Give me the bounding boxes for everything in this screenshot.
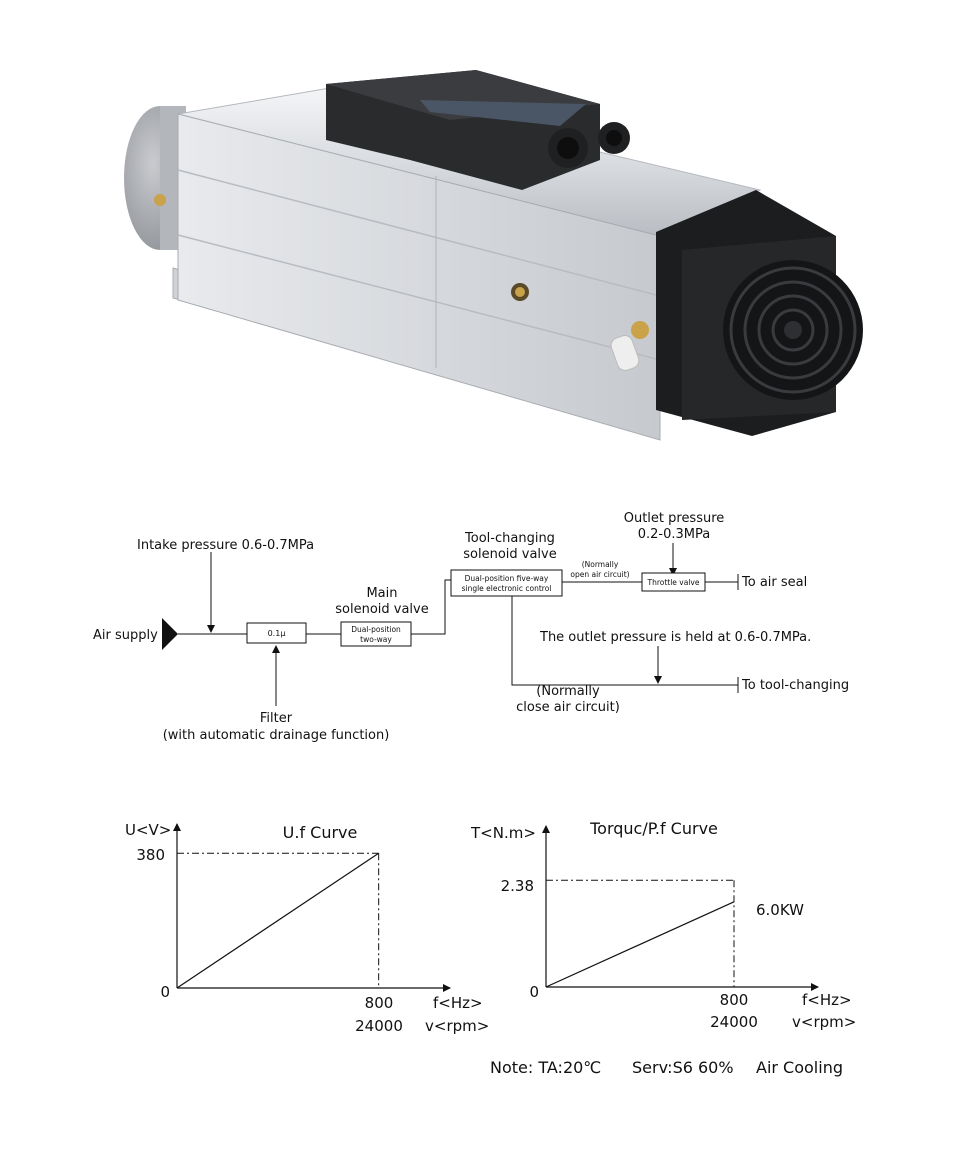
torque-y-axis-label: T<N.m> xyxy=(470,824,536,842)
torque-power-series-label: 6.0KW xyxy=(756,901,804,919)
main-valve-label-line2: solenoid valve xyxy=(335,602,429,617)
intake-pressure-label: Intake pressure 0.6-0.7MPa xyxy=(137,538,314,553)
torque-x-tick-800: 800 xyxy=(720,991,749,1009)
air-supply-label: Air supply xyxy=(93,628,158,643)
tool-changing-valve-box xyxy=(450,569,563,597)
uf-curve-line xyxy=(176,852,380,989)
tool-valve-box-line1: Dual-position five-way xyxy=(465,574,549,583)
torque-x-axis-label-rpm: v<rpm> xyxy=(792,1013,856,1031)
uf-y-tick-380: 380 xyxy=(136,846,165,864)
main-valve-label-line1: Main xyxy=(366,586,397,601)
note-service-duty: Serv:S6 60% xyxy=(632,1058,734,1077)
filter-label-line1: Filter xyxy=(260,711,293,726)
uf-chart-title: U.f Curve xyxy=(283,823,358,842)
air-supply-symbol xyxy=(162,618,178,650)
uf-y-axis-label: U<V> xyxy=(125,821,171,839)
filter-box xyxy=(246,622,307,644)
main-valve-box-line1: Dual-position xyxy=(351,625,401,634)
uf-curve-chart: U<V> U.f Curve 380 0 800 24000 f<Hz> v<r… xyxy=(125,821,489,1035)
torque-y-tick-2-38: 2.38 xyxy=(501,877,534,895)
normally-close-label-line2: close air circuit) xyxy=(516,700,620,715)
uf-origin-label: 0 xyxy=(160,983,170,1001)
torque-power-curve-chart: T<N.m> Torquc/P.f Curve 2.38 0 800 24000… xyxy=(470,819,856,1031)
torque-chart-title: Torquc/P.f Curve xyxy=(589,819,718,838)
pneumatic-circuit-diagram: Air supply 0.1μ Dual-position two-way Du… xyxy=(93,511,849,743)
filter-label-line2: (with automatic drainage function) xyxy=(163,728,390,743)
outlet-pressure-label-line1: Outlet pressure xyxy=(624,511,725,526)
tool-valve-box-line2: single electronic control xyxy=(462,584,552,593)
operating-note: Note: TA:20℃ Serv:S6 60% Air Cooling xyxy=(490,1058,843,1077)
uf-x-tick-800: 800 xyxy=(365,994,394,1012)
pipe-lines xyxy=(178,574,739,693)
uf-x-axis-label-rpm: v<rpm> xyxy=(425,1017,489,1035)
tool-valve-label-line1: Tool-changing xyxy=(464,531,555,546)
spindle-motor-image xyxy=(124,70,863,441)
uf-x-tick-24000: 24000 xyxy=(355,1017,403,1035)
note-cooling-type: Air Cooling xyxy=(756,1058,843,1077)
throttle-valve-label: Throttle valve xyxy=(647,578,700,587)
main-solenoid-valve-box xyxy=(340,621,412,647)
torque-origin-label: 0 xyxy=(529,983,539,1001)
normally-close-label-line1: (Normally xyxy=(536,684,600,699)
held-pressure-label: The outlet pressure is held at 0.6-0.7MP… xyxy=(539,630,811,645)
main-valve-box-line2: two-way xyxy=(360,635,392,644)
throttle-valve-box xyxy=(641,572,706,592)
normally-open-label-line1: (Normally xyxy=(582,560,619,569)
tool-valve-label-line2: solenoid valve xyxy=(463,547,557,562)
to-tool-changing-label: To tool-changing xyxy=(741,678,849,693)
normally-open-label-line2: open air circuit) xyxy=(570,570,629,579)
note-ambient-temperature: Note: TA:20℃ xyxy=(490,1058,601,1077)
outlet-pressure-label-line2: 0.2-0.3MPa xyxy=(638,527,710,542)
uf-x-axis-label-hz: f<Hz> xyxy=(433,994,483,1012)
torque-curve-line xyxy=(545,901,735,988)
torque-x-axis-label-hz: f<Hz> xyxy=(802,991,852,1009)
torque-x-tick-24000: 24000 xyxy=(710,1013,758,1031)
filter-box-label: 0.1μ xyxy=(268,629,286,638)
to-air-seal-label: To air seal xyxy=(741,575,807,590)
